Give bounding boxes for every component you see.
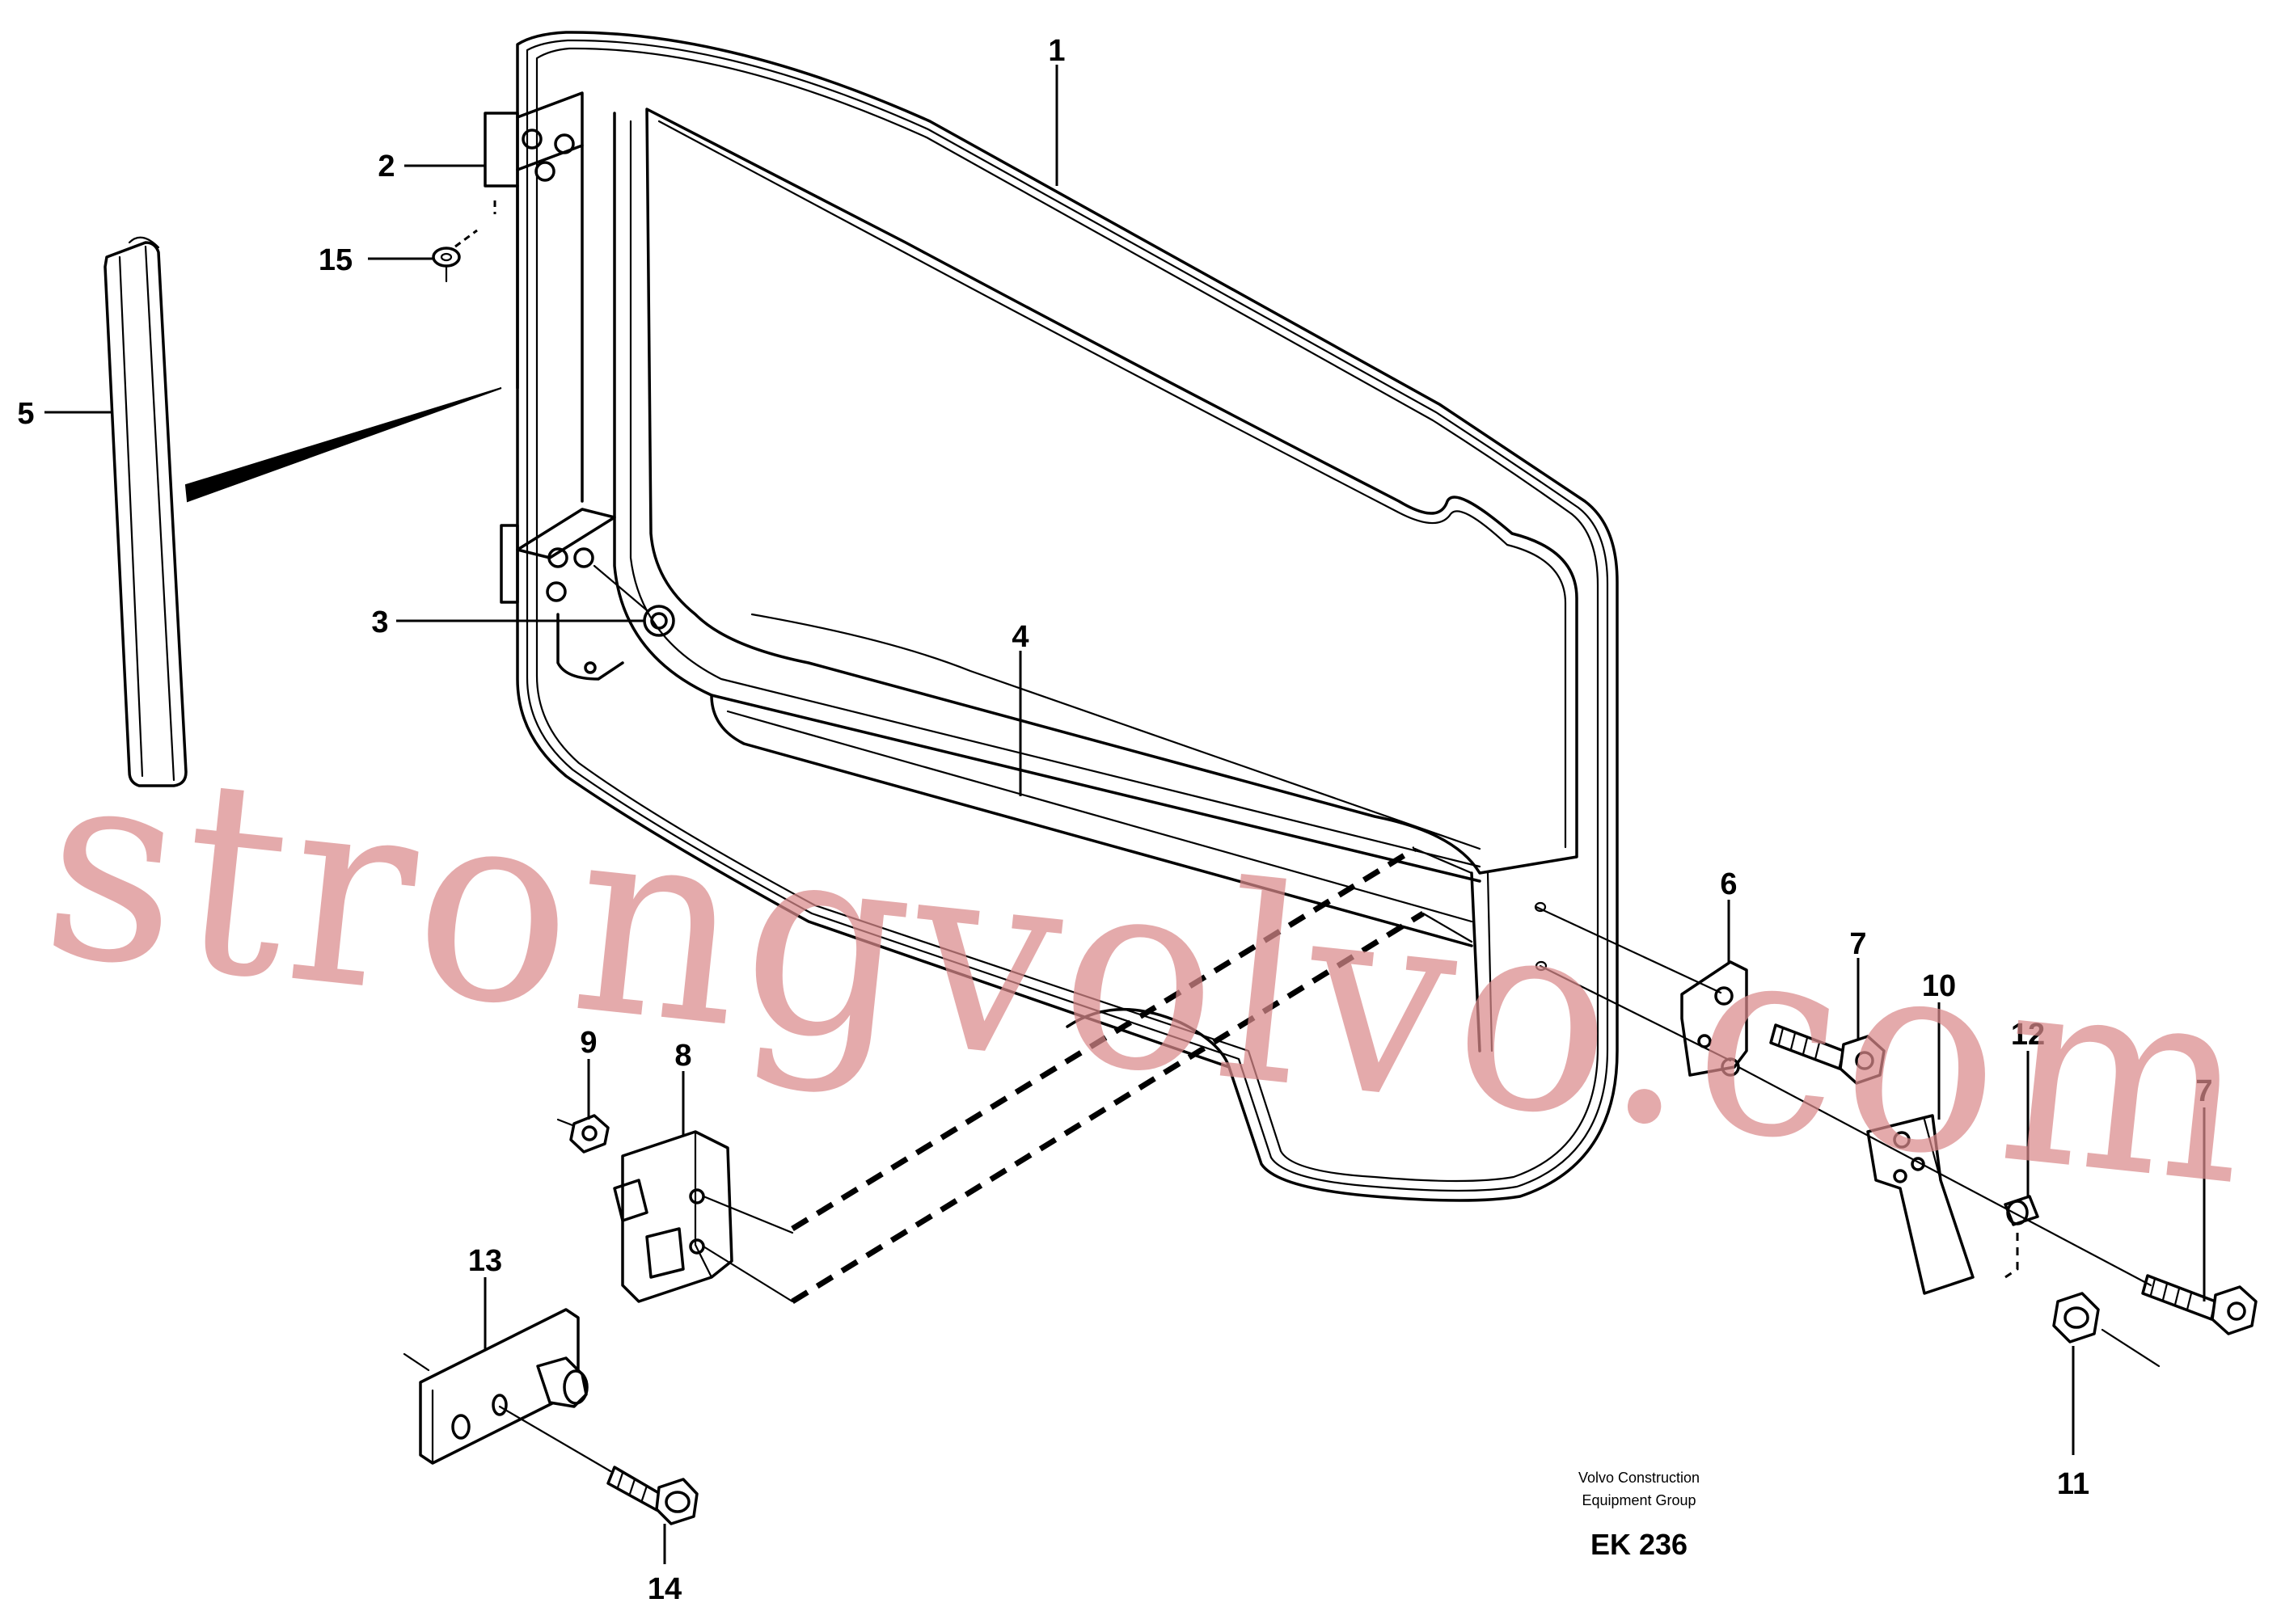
callout-2: 2 — [378, 150, 395, 183]
callout-13: 13 — [468, 1244, 502, 1278]
nut-11 — [2052, 1292, 2161, 1368]
hinge-bracket-6 — [1535, 905, 1748, 1077]
latch-block-8 — [613, 1130, 733, 1303]
drawing-code: EK 236 — [1590, 1528, 1688, 1561]
callout-6: 6 — [1720, 867, 1737, 901]
callout-5: 5 — [17, 397, 34, 431]
callout-10: 10 — [1922, 969, 1956, 1003]
washer-15 — [432, 200, 496, 283]
credit-line-2: Equipment Group — [1582, 1492, 1696, 1508]
callout-14: 14 — [648, 1572, 682, 1606]
callout-1: 1 — [1048, 34, 1065, 68]
bolt-7-lower — [1737, 1065, 2258, 1335]
bolt-7-upper — [1769, 1023, 1886, 1085]
upper-bracket — [484, 91, 584, 503]
callout-4: 4 — [1012, 620, 1029, 654]
nut-9 — [556, 1114, 610, 1154]
housing-frame — [516, 31, 1619, 1202]
watermark-text: strongvolvo.com — [32, 705, 2267, 1245]
pin-12 — [2004, 1195, 2039, 1279]
credit-line-1: Volvo Construction — [1578, 1470, 1700, 1486]
assembly-dashed-paths — [702, 846, 1473, 1304]
striker-plate-13 — [403, 1308, 589, 1465]
callout-labels: 1 2 3 4 5 6 7 7 8 9 10 11 12 13 14 15 — [17, 34, 2212, 1606]
bolt-14 — [498, 1405, 699, 1525]
seal-strip — [103, 236, 502, 787]
callout-15: 15 — [319, 243, 353, 277]
callout-3: 3 — [371, 605, 388, 639]
credit-block: Volvo Construction Equipment Group EK 23… — [1578, 1470, 1700, 1561]
callout-7-lower: 7 — [2195, 1074, 2212, 1108]
callout-11: 11 — [2057, 1467, 2089, 1501]
callout-8: 8 — [674, 1039, 691, 1073]
callout-9: 9 — [580, 1026, 597, 1060]
leader-lines — [44, 65, 2206, 1564]
callout-7-upper: 7 — [1849, 927, 1866, 961]
callout-12: 12 — [2011, 1018, 2045, 1052]
